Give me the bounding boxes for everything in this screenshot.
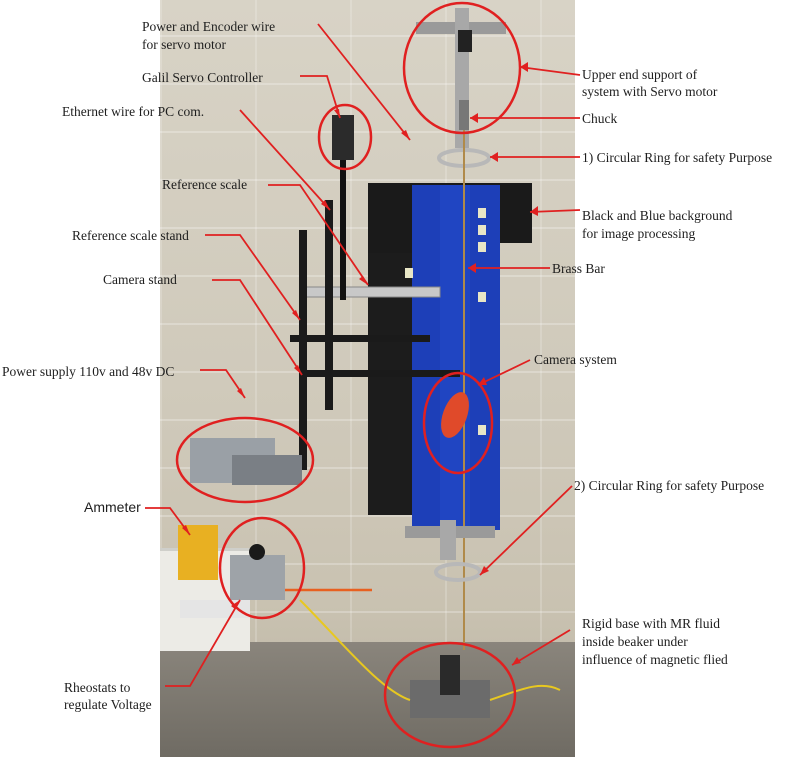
label-rigid-base-3: influence of magnetic flied — [582, 652, 728, 667]
label-chuck: Chuck — [582, 111, 618, 126]
label-background: Black and Blue background — [582, 208, 733, 223]
label-rheostat-2: regulate Voltage — [64, 697, 152, 712]
label-galil: Galil Servo Controller — [142, 70, 263, 85]
label-background-2: for image processing — [582, 226, 696, 241]
label-ring1: 1) Circular Ring for safety Purpose — [582, 150, 773, 165]
label-camera-system: Camera system — [534, 352, 617, 367]
label-power-encoder: Power and Encoder wire — [142, 19, 276, 34]
label-ethernet: Ethernet wire for PC com. — [62, 104, 205, 119]
label-rigid-base-2: inside beaker under — [582, 634, 688, 649]
label-rigid-base: Rigid base with MR fluid — [582, 616, 720, 631]
label-upper-support-2: system with Servo motor — [582, 84, 718, 99]
label-power-encoder-2: for servo motor — [142, 37, 226, 52]
label-brass-bar: Brass Bar — [552, 261, 605, 276]
apparatus-photo — [160, 0, 575, 757]
label-ring2: 2) Circular Ring for safety Purpose — [574, 478, 765, 493]
label-ref-scale-stand: Reference scale stand — [72, 228, 189, 243]
label-power-supply: Power supply 110v and 48v DC — [2, 364, 175, 379]
table — [160, 548, 250, 651]
label-ammeter: Ammeter — [84, 499, 141, 515]
label-camera-stand: Camera stand — [103, 272, 177, 287]
label-upper-support: Upper end support of — [582, 67, 698, 82]
label-rheostat: Rheostats to — [64, 680, 131, 695]
label-ref-scale: Reference scale — [162, 177, 248, 192]
floor — [160, 642, 575, 757]
